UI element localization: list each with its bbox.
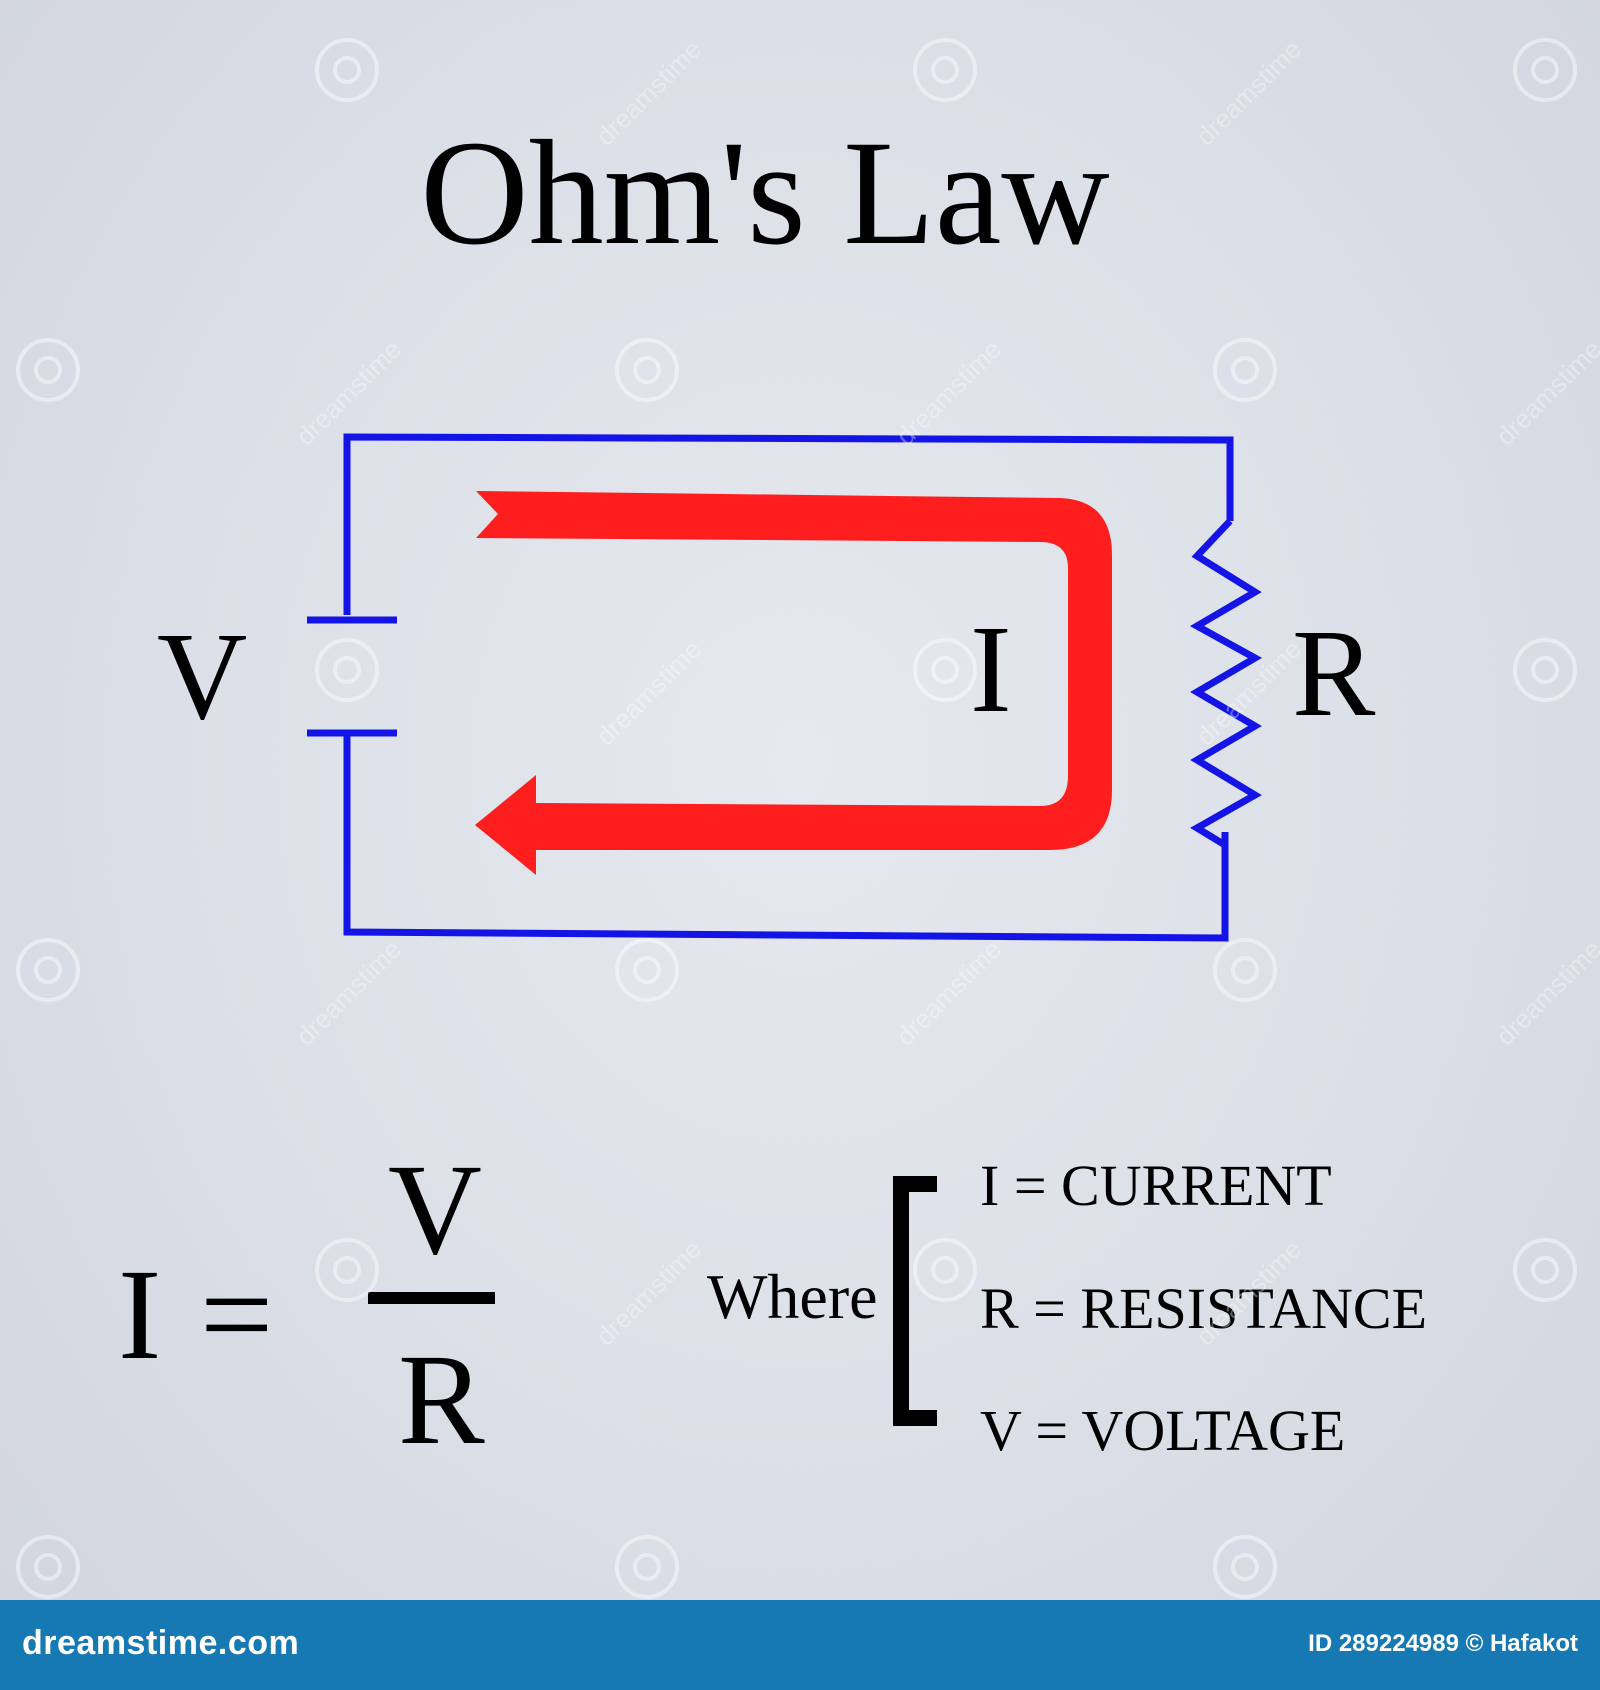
wire-bottom-loop <box>343 735 1229 942</box>
legend-bracket <box>893 1176 937 1426</box>
legend-item-resistance: R = RESISTANCE <box>980 1276 1428 1341</box>
page-title: Ohm's Law <box>420 110 1110 276</box>
current-flow-arrow <box>475 491 1112 875</box>
circuit-wires <box>307 433 1263 942</box>
resistance-label: R <box>1292 605 1376 743</box>
resistor-zigzag <box>1189 518 1263 848</box>
legend-item-current: I = CURRENT <box>980 1153 1332 1218</box>
fraction-bar <box>368 1292 495 1304</box>
circuit-diagram <box>307 433 1263 942</box>
voltage-label: V <box>157 608 248 746</box>
formula-numerator: V <box>388 1138 482 1282</box>
current-label: I <box>970 601 1012 739</box>
footer-image-id: ID 289224989 © Hafakot <box>1308 1630 1578 1657</box>
watermark-footer: dreamstime.com ID 289224989 © Hafakot <box>0 1600 1600 1690</box>
formula-equals: = <box>200 1243 274 1387</box>
footer-site-name: dreamstime.com <box>22 1624 300 1662</box>
formula-denominator: R <box>398 1328 485 1472</box>
where-label: Where <box>707 1261 878 1332</box>
wire-top-loop <box>343 433 1234 615</box>
legend-item-voltage: V = VOLTAGE <box>980 1398 1346 1463</box>
formula-lhs: I <box>118 1243 162 1387</box>
